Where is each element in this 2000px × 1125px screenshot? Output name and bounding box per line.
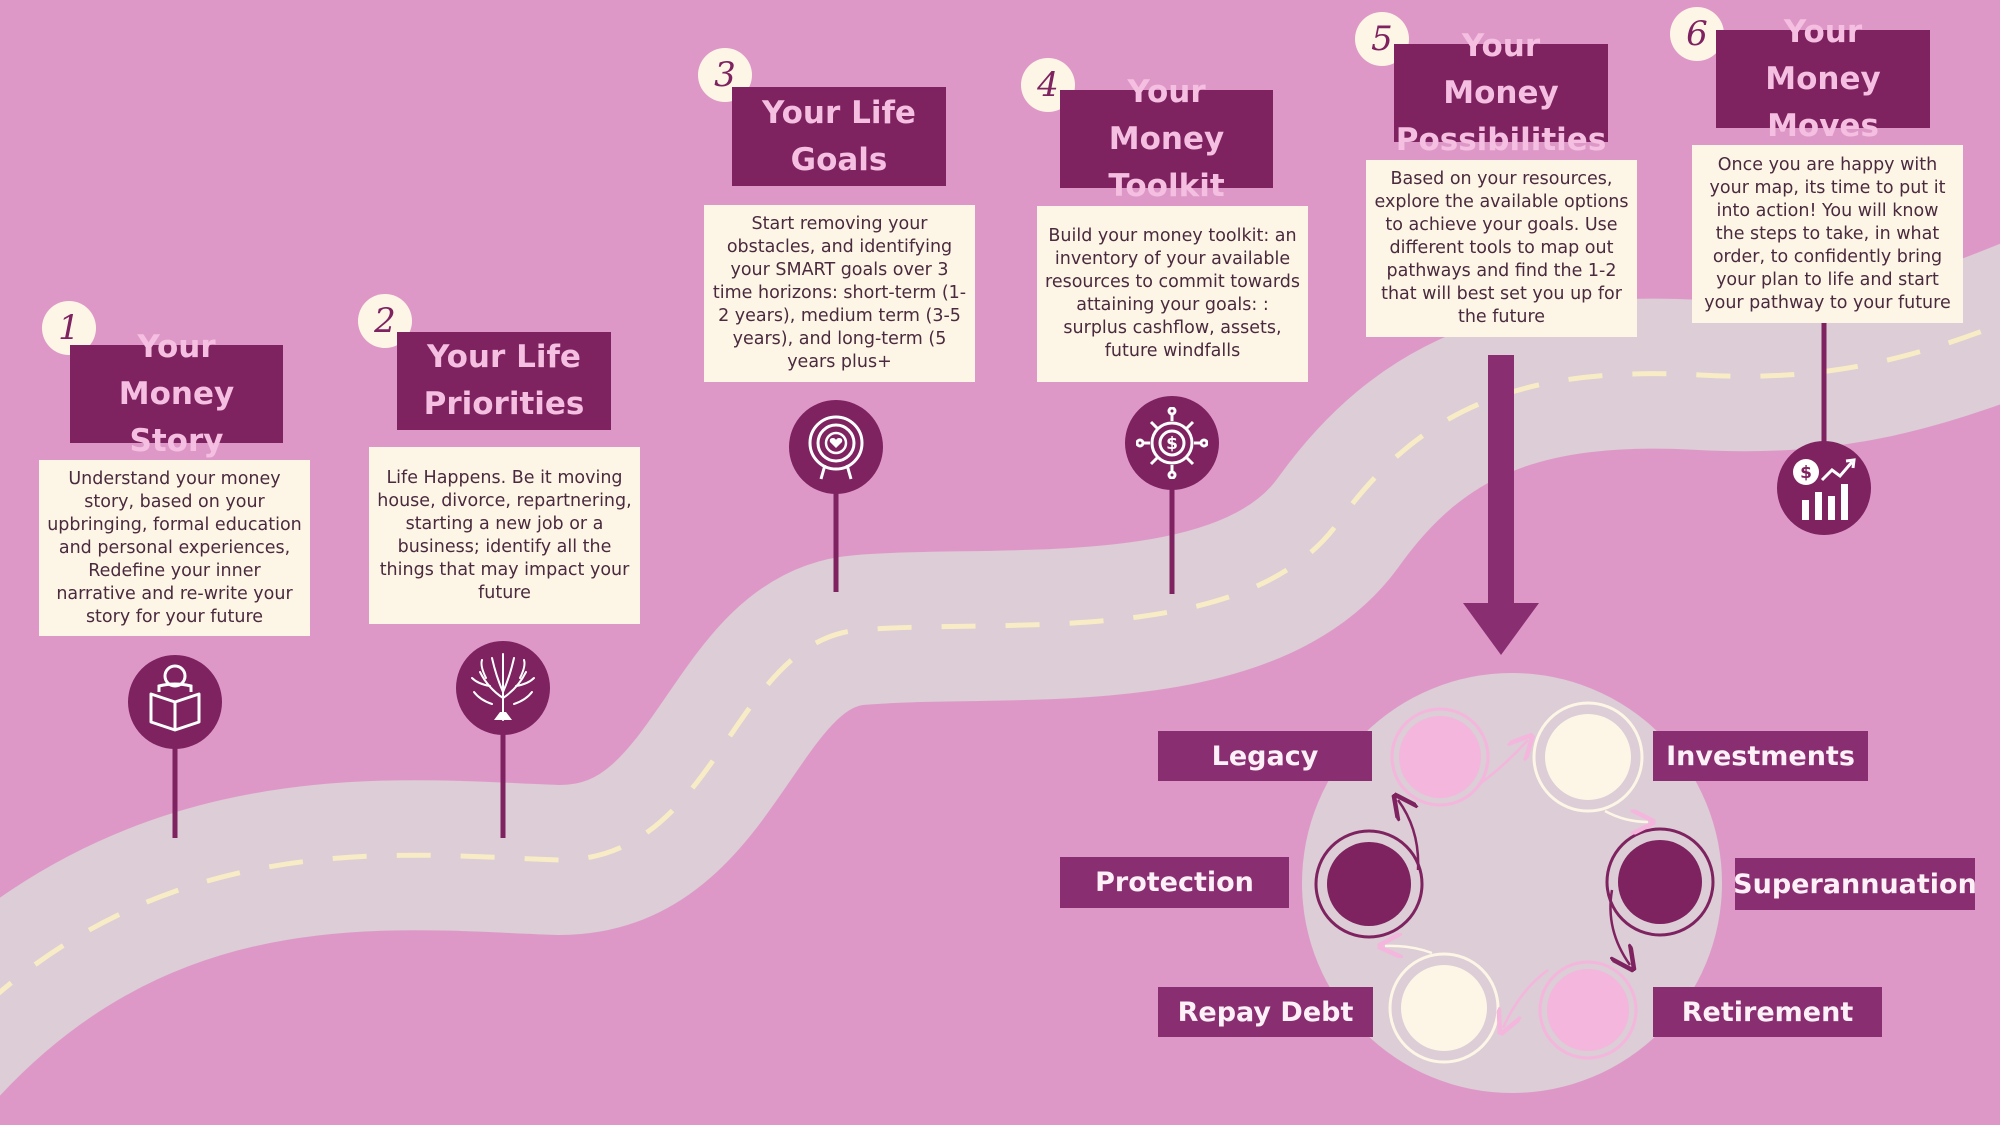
step-title-6-line2: Moves: [1767, 107, 1879, 144]
protection-node: [1314, 829, 1424, 939]
target-heart-icon: [808, 415, 864, 480]
label-superannuation: Superannuation: [1733, 858, 1977, 910]
label-legacy: Legacy: [1158, 731, 1372, 781]
dollar-growth-chart-icon: $: [1793, 458, 1856, 520]
step-description-2: Life Happens. Be it moving house, divorc…: [369, 447, 640, 624]
label-investments: Investments: [1653, 731, 1868, 781]
arrow-legacy-to-investments: [1477, 740, 1528, 787]
step-description-5: Based on your resources, explore the ava…: [1366, 160, 1637, 337]
arrow-investments-to-superannuation: [1604, 811, 1648, 822]
svg-text:$: $: [1800, 463, 1812, 483]
step-description-4: Build your money toolkit: an inventory o…: [1037, 206, 1308, 382]
step-title-3-line1: Your Life: [762, 94, 916, 131]
tree-icon: [471, 653, 535, 721]
step-title-1-line1: Your Money: [118, 328, 235, 412]
retirement-node: [1538, 960, 1638, 1060]
step-title-3-line2: Goals: [790, 141, 888, 178]
step-title-1: Your Money Story: [70, 329, 283, 459]
step-title-6-line1: Your Money: [1765, 13, 1881, 97]
arrow-retirement-to-repay-debt: [1503, 968, 1549, 1028]
step-number-4: 4: [1021, 58, 1075, 112]
legacy-node: [1390, 707, 1490, 807]
step-title-2-line1: Your Life: [427, 339, 581, 375]
step-title-6: Your Money Moves: [1716, 14, 1930, 144]
superannuation-node: [1605, 827, 1715, 937]
step-description-1: Understand your money story, based on yo…: [39, 460, 310, 636]
step-title-5-line2: Possibilities: [1395, 121, 1607, 158]
arrow-superannuation-to-retirement: [1609, 889, 1630, 965]
label-repay-debt: Repay Debt: [1158, 987, 1373, 1037]
svg-text:$: $: [1166, 434, 1178, 454]
gear-dollar-icon: $: [1136, 407, 1208, 479]
step-title-2: Your Life Priorities: [397, 332, 611, 430]
arrow-repay-debt-to-protection: [1385, 946, 1433, 953]
step-description-3: Start removing your obstacles, and ident…: [704, 205, 975, 382]
step-title-2-line2: Priorities: [423, 386, 585, 422]
step-title-4-line2: Toolkit: [1108, 167, 1225, 204]
road-center-dashes: [0, 321, 2000, 996]
step-title-3: Your Life Goals: [732, 87, 946, 186]
step-title-1-line2: Story: [129, 422, 224, 459]
step-title-4-line1: Your Money: [1108, 73, 1225, 157]
step-title-5-line1: Your Money: [1443, 27, 1559, 111]
label-protection: Protection: [1060, 857, 1289, 908]
step-description-6: Once you are happy with your map, its ti…: [1692, 145, 1963, 323]
step-title-4: Your Money Toolkit: [1060, 74, 1273, 204]
step-number-6: 6: [1670, 7, 1724, 61]
label-retirement: Retirement: [1653, 987, 1882, 1037]
person-reading-book-icon: [149, 664, 201, 732]
step-title-5: Your Money Possibilities: [1394, 28, 1608, 158]
arrow-protection-to-legacy: [1398, 800, 1420, 871]
